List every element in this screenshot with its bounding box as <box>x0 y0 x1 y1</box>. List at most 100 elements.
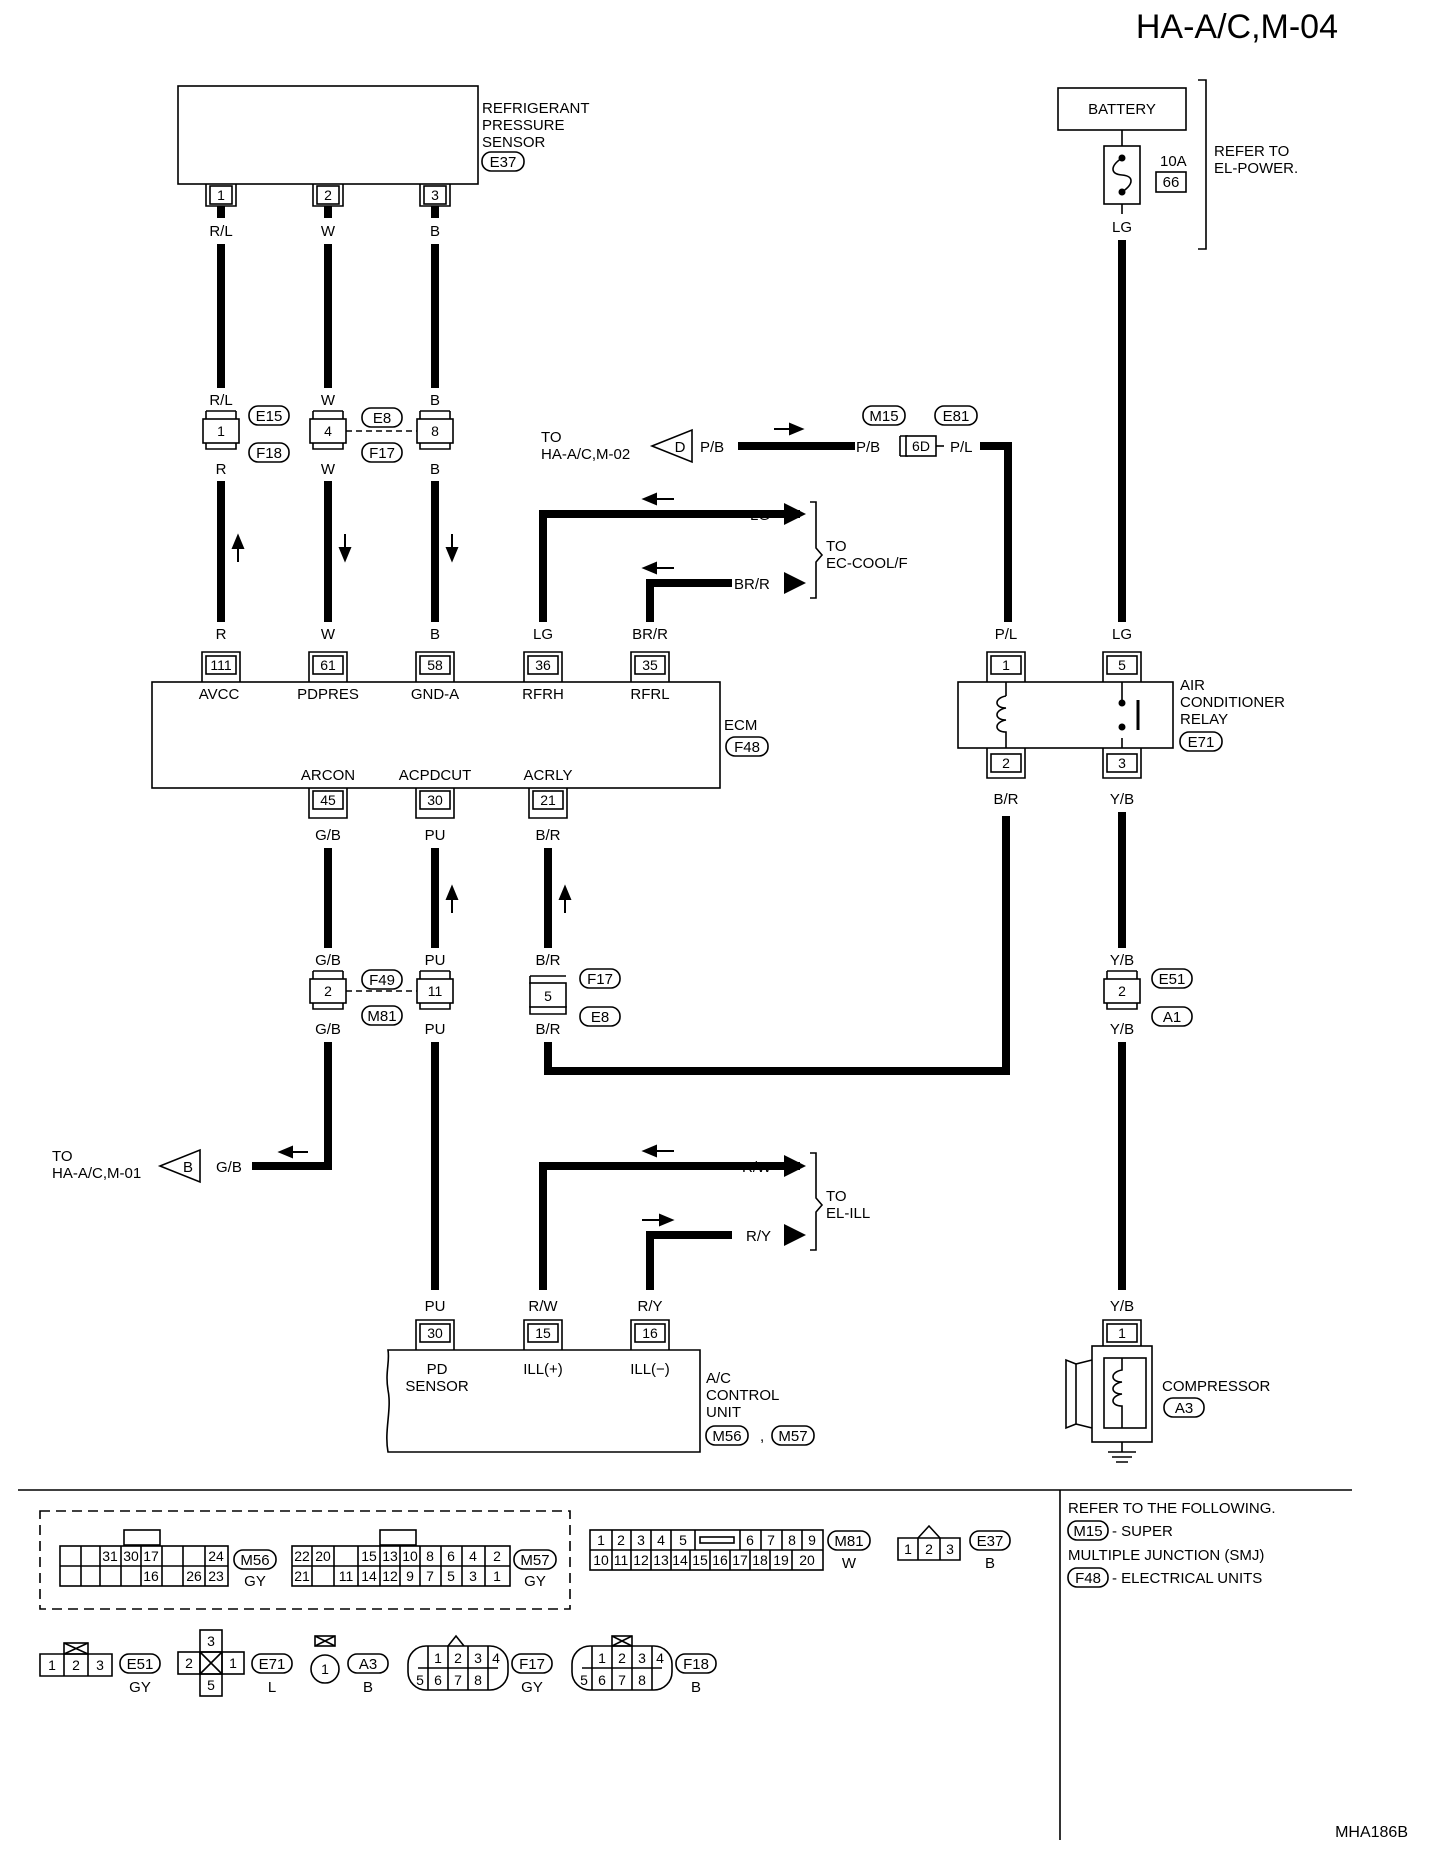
ecm-top-4-wire: LG <box>533 626 553 643</box>
m81-r2-1: 11 <box>614 1552 629 1568</box>
f17-r2-2: 7 <box>454 1672 462 1688</box>
m57-r2-2: 14 <box>361 1568 377 1584</box>
m57-r2-7: 3 <box>469 1568 477 1584</box>
cu-1-wire: PU <box>425 1298 446 1315</box>
m01-wire: G/B <box>216 1159 242 1176</box>
refer-eu-code: F48 <box>1075 1570 1101 1587</box>
m56-p23: 23 <box>208 1568 224 1584</box>
sensor-pin-1: 1 R/L <box>205 184 237 240</box>
f17-code: F17 <box>519 1656 545 1673</box>
upper-conn-2-wire-bottom: W <box>321 461 336 478</box>
fuse-amp: 10A <box>1160 153 1187 170</box>
m02-letter: D <box>675 439 686 456</box>
f17-r1-2: 3 <box>474 1650 482 1666</box>
lower-conn-1-wire-top: G/B <box>315 952 341 969</box>
m81-r1-8: 9 <box>808 1532 816 1548</box>
wire-ry <box>646 1231 732 1290</box>
f17-r2-1: 6 <box>434 1672 442 1688</box>
sensor-label-2: PRESSURE <box>482 117 565 134</box>
compressor: Y/B 1 COMPRESSOR A3 <box>1065 1298 1271 1463</box>
battery-refer-1: REFER TO <box>1214 143 1289 160</box>
wire-lg-ec <box>539 510 800 622</box>
ecm-top-5-name: RFRL <box>630 686 669 703</box>
refrigerant-pressure-sensor: REFRIGERANT PRESSURE SENSOR E37 <box>177 85 590 185</box>
arrow-down-w <box>338 534 352 563</box>
m56-p31: 31 <box>102 1548 118 1564</box>
cu-1-pin: 30 <box>427 1325 443 1341</box>
e71-p1: 1 <box>229 1655 237 1671</box>
f18-r2-3: 8 <box>638 1672 646 1688</box>
m81-r2-5: 15 <box>692 1552 708 1568</box>
relay-pin-2-wire: B/R <box>993 791 1018 808</box>
sensor-pin-3-wire: B <box>430 223 440 240</box>
relay-pin-3-no: 3 <box>1118 755 1126 771</box>
cu-1-name-1: PD <box>427 1361 448 1378</box>
relay-pin-2-no: 2 <box>1002 755 1010 771</box>
legend-m56: 31 30 17 24 16 26 23 M56 GY <box>59 1529 277 1590</box>
smj-connector: 6D M15 E81 <box>862 405 978 457</box>
ecm-top-terminal-1: R 111 AVCC <box>199 626 241 703</box>
ecm-bot-2-name: ACPDCUT <box>399 767 472 784</box>
f18-code: F18 <box>683 1656 709 1673</box>
m56-p26: 26 <box>186 1568 202 1584</box>
upper-conn-1-wire-bottom: R <box>216 461 227 478</box>
wire-pl <box>980 442 1012 622</box>
smj-code-m15: M15 <box>869 408 898 425</box>
e37-color: B <box>985 1555 995 1572</box>
f17-color: GY <box>521 1679 543 1696</box>
wire-rw <box>539 1162 800 1290</box>
e51-p1: 1 <box>48 1657 56 1673</box>
m81-r2-7: 17 <box>732 1552 748 1568</box>
legend-e51: 1 2 3 E51 GY <box>39 1642 161 1696</box>
relay-pin-1: P/L 1 <box>986 626 1026 682</box>
battery-label: BATTERY <box>1088 101 1156 118</box>
upper-conn-2-pin: 4 <box>324 423 332 439</box>
legend-m57: 22 20 15 13 10 8 6 4 2 21 11 14 12 9 7 5… <box>291 1529 557 1590</box>
m57-r1-5: 8 <box>426 1548 434 1564</box>
m57-r1-2: 15 <box>361 1548 377 1564</box>
ec-cool-to: TO <box>826 538 847 555</box>
control-unit-label-3: UNIT <box>706 1404 741 1421</box>
m81-r2-3: 13 <box>653 1552 669 1568</box>
arrow-left-lg <box>641 492 674 506</box>
lower-connector-1: G/B 2 G/B <box>309 952 347 1038</box>
upper-conn-code-e15: E15 <box>256 408 283 425</box>
m81-color: W <box>842 1555 857 1572</box>
wire-brr-ec <box>646 579 732 622</box>
m57-r1-8: 2 <box>493 1548 501 1564</box>
arrow-down-b <box>445 534 459 563</box>
relay-pin-5-wire: LG <box>1112 626 1132 643</box>
e51-p3: 3 <box>96 1657 104 1673</box>
m81-r1-7: 8 <box>788 1532 796 1548</box>
cu-3-name: ILL(−) <box>630 1361 670 1378</box>
arrow-head-rw <box>784 1155 806 1177</box>
f18-r1-2: 3 <box>638 1650 646 1666</box>
upper-connector-2: W 4 W <box>309 392 347 478</box>
a3-color: B <box>363 1679 373 1696</box>
wire-gb-2 <box>252 1042 332 1170</box>
sensor-pin-2-no: 2 <box>324 187 332 203</box>
control-unit-label-1: A/C <box>706 1370 731 1387</box>
ecm-bot-2-pin: 30 <box>427 792 443 808</box>
e37-code: E37 <box>977 1533 1004 1550</box>
el-ill-bracket <box>810 1152 824 1251</box>
lower-conn-code-m81: M81 <box>367 1008 396 1025</box>
ill-wire-rw: R/W <box>742 1159 772 1176</box>
relay-pin-1-wire: P/L <box>995 626 1018 643</box>
f17-r2-3: 8 <box>474 1672 482 1688</box>
ecm-top-1-name: AVCC <box>199 686 240 703</box>
battery-refer-2: EL-POWER. <box>1214 160 1298 177</box>
e71-color: L <box>268 1679 276 1696</box>
m81-r1-3: 4 <box>657 1532 665 1548</box>
m81-r1-0: 1 <box>597 1532 605 1548</box>
e51-color: GY <box>129 1679 151 1696</box>
ecm-bot-3-pin: 21 <box>540 792 556 808</box>
relay-label-2: CONDITIONER <box>1180 694 1285 711</box>
ecm-bot-3-wire: B/R <box>535 827 560 844</box>
relay-label-1: AIR <box>1180 677 1205 694</box>
m02-flag <box>649 428 693 464</box>
lower-connector-2: PU 11 PU F49 M81 <box>346 952 454 1038</box>
e71-p5: 5 <box>207 1677 215 1693</box>
lower-conn-3-wire-bottom: B/R <box>535 1021 560 1038</box>
